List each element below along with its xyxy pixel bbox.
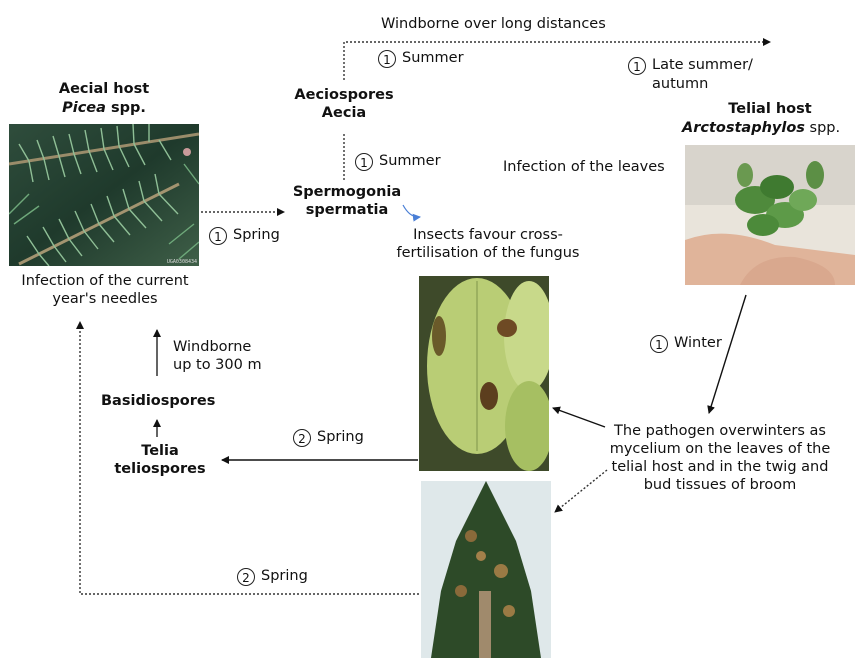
step-1-icon: 1 <box>378 50 396 68</box>
insects-line1: Insects favour cross- <box>383 226 593 244</box>
late-summer-label-2: autumn <box>652 75 708 93</box>
aeciospores-label: Aeciospores Aecia <box>274 86 414 122</box>
telia-line1: Telia <box>100 442 220 460</box>
overwinter-line3: telial host and in the twig and <box>590 458 850 476</box>
arrow-winter <box>709 295 746 413</box>
telial-host-label: Telial host <box>728 101 811 117</box>
insects-label: Insects favour cross- fertilisation of t… <box>383 226 593 262</box>
windborne-300-label: Windborne up to 300 m <box>173 338 262 374</box>
telia-label: Telia teliospores <box>100 442 220 478</box>
telial-host-title: Telial host <box>700 100 840 118</box>
windborne-300-line2: up to 300 m <box>173 356 262 374</box>
spermogonia-label: Spermogonia spermatia <box>277 183 417 219</box>
spermogonia-line1: Spermogonia <box>277 183 417 201</box>
telial-host-genus: Arctostaphylos <box>682 120 805 136</box>
winter-label: 1 Winter <box>650 334 722 353</box>
overwinter-line2: mycelium on the leaves of the <box>590 440 850 458</box>
step-2-icon: 2 <box>293 429 311 447</box>
basidiospores-label: Basidiospores <box>101 392 215 410</box>
late-summer-label: 1 Late summer/ <box>628 56 753 75</box>
aecial-host-title: Aecial host <box>44 80 164 98</box>
aecial-infection-line1: Infection of the current <box>5 272 205 290</box>
step-1-icon: 1 <box>209 227 227 245</box>
aecial-host-species: Picea spp. <box>44 99 164 117</box>
spermogonia-line2: spermatia <box>277 201 417 219</box>
summer-mid-text: Summer <box>379 153 441 169</box>
winter-text: Winter <box>674 335 722 351</box>
overwinter-line4: bud tissues of broom <box>590 476 850 494</box>
overwinter-line1: The pathogen overwinters as <box>590 422 850 440</box>
aecial-host-genus: Picea <box>62 100 106 116</box>
spring-1-text: Spring <box>233 227 280 243</box>
step-2-icon: 2 <box>237 568 255 586</box>
late-summer-line1: Late summer/ <box>652 57 753 73</box>
insects-line2: fertilisation of the fungus <box>383 244 593 262</box>
summer-top-label: 1 Summer <box>378 49 464 68</box>
spring-2a-label: 2 Spring <box>293 428 364 447</box>
telial-infection-label: Infection of the leaves <box>503 158 665 176</box>
telia-line2: teliospores <box>100 460 220 478</box>
summer-mid-label: 1 Summer <box>355 152 441 171</box>
spring-2b-label: 2 Spring <box>237 567 308 586</box>
aeciospores-line1: Aeciospores <box>274 86 414 104</box>
step-1-icon: 1 <box>355 153 373 171</box>
summer-top-text: Summer <box>402 50 464 66</box>
aecial-infection-line2: year's needles <box>5 290 205 308</box>
aeciospores-line2: Aecia <box>274 104 414 122</box>
windborne-300-line1: Windborne <box>173 338 262 356</box>
spring-1-label: 1 Spring <box>209 226 280 245</box>
windborne-long-label: Windborne over long distances <box>381 15 606 33</box>
spring-2a-text: Spring <box>317 429 364 445</box>
aecial-infection-text: Infection of the current year's needles <box>5 272 205 308</box>
spring-2b-text: Spring <box>261 568 308 584</box>
telial-host-species: Arctostaphylos spp. <box>682 119 840 137</box>
step-1-icon: 1 <box>650 335 668 353</box>
aecial-host-label: Aecial host <box>59 81 149 97</box>
step-1-icon: 1 <box>628 57 646 75</box>
aecial-host-suffix: spp. <box>106 100 146 116</box>
telial-host-suffix: spp. <box>805 120 840 136</box>
overwinter-text: The pathogen overwinters as mycelium on … <box>590 422 850 494</box>
